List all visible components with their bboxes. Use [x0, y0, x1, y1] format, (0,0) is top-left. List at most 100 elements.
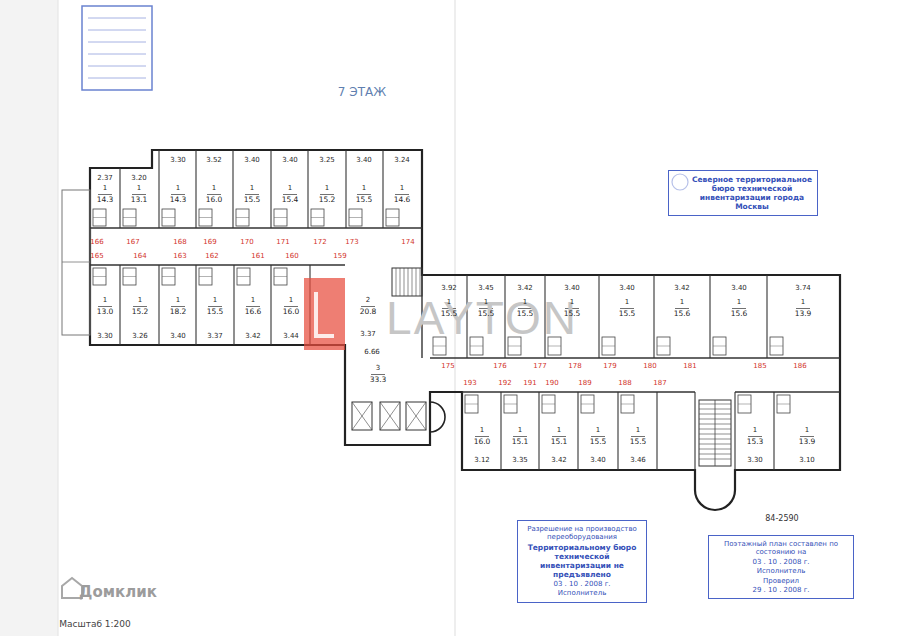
- stair-step: [408, 268, 409, 296]
- logo-square: [304, 278, 345, 350]
- stamp-box: Поэтажный план составлен по состоянию на…: [708, 535, 854, 599]
- bathroom-unit: [621, 395, 634, 413]
- wall-line: [158, 150, 159, 228]
- lift-shaft: [406, 402, 426, 430]
- room-number: 1: [480, 427, 484, 434]
- bathroom-line: [199, 276, 212, 277]
- room-area: 16.0: [206, 196, 223, 204]
- ceiling-height: 3.42: [674, 285, 690, 292]
- room-area: 14.3: [97, 196, 114, 204]
- watermark: LAYTON: [386, 295, 578, 341]
- stair-step: [420, 268, 421, 296]
- room-number: 1: [523, 299, 527, 306]
- ceiling-height: 3.30: [747, 457, 763, 464]
- bathroom-line: [93, 276, 106, 277]
- ceiling-height: 3.92: [441, 285, 457, 292]
- flat-number: 167: [126, 239, 139, 246]
- wall-line: [119, 168, 120, 228]
- fraction-line: [631, 436, 645, 437]
- ceiling-height: 3.26: [132, 333, 148, 340]
- bathroom-line: [770, 346, 783, 347]
- wall-line: [195, 150, 196, 228]
- lift-cross: [380, 402, 400, 430]
- room-number: 1: [212, 185, 216, 192]
- bathroom-unit: [581, 395, 594, 413]
- room-number: 1: [680, 299, 684, 306]
- wall-line: [598, 275, 599, 358]
- bathroom-line: [274, 276, 287, 277]
- lift-shaft: [380, 402, 400, 430]
- bathroom-unit: [162, 209, 175, 226]
- stamp-line: [88, 66, 146, 67]
- room-area: 18.2: [170, 308, 187, 316]
- room-area: 15.5: [517, 310, 534, 318]
- room-area: 16.0: [474, 438, 491, 446]
- room-number: 1: [518, 427, 522, 434]
- ceiling-height: 6.66: [364, 349, 380, 356]
- wall-line: [232, 150, 233, 228]
- file-number: 84-2590: [765, 515, 798, 523]
- flat-number: 170: [240, 239, 253, 246]
- wall-line: [345, 150, 346, 228]
- flat-number: 168: [173, 239, 186, 246]
- stamp-line: [88, 30, 146, 31]
- stamp-line: [88, 78, 146, 79]
- room-area: 15.5: [478, 310, 495, 318]
- bathroom-line: [274, 217, 287, 218]
- ceiling-height: 3.40: [619, 285, 635, 292]
- fraction-line: [283, 194, 297, 195]
- stamp-line: [88, 18, 146, 19]
- bathroom-line: [311, 217, 324, 218]
- stamp-text: 03 . 10 . 2008 г.: [713, 558, 849, 566]
- stamp-outline: [82, 6, 152, 90]
- wall-line: [195, 265, 196, 345]
- flat-number: 190: [545, 380, 558, 387]
- flat-number: 191: [523, 380, 536, 387]
- room-number: 1: [103, 297, 107, 304]
- wall-line: [709, 275, 710, 358]
- room-number: 1: [596, 427, 600, 434]
- flat-number: 192: [498, 380, 511, 387]
- fraction-line: [620, 308, 634, 309]
- bathroom-unit: [237, 268, 250, 285]
- wall-line: [735, 391, 840, 392]
- bathroom-line: [199, 217, 212, 218]
- ceiling-height: 3.10: [799, 457, 815, 464]
- wall-line: [270, 265, 271, 345]
- ceiling-height: 2.37: [97, 175, 113, 182]
- bathroom-line: [162, 217, 175, 218]
- lift-cross: [406, 402, 426, 430]
- ceiling-height: 3.40: [731, 285, 747, 292]
- wall-line: [382, 150, 383, 228]
- room-area: 13.9: [799, 438, 816, 446]
- fraction-line: [357, 194, 371, 195]
- room-area: 15.5: [244, 196, 261, 204]
- wall-line: [500, 392, 501, 470]
- bathroom-unit: [504, 395, 517, 413]
- bathroom-line: [602, 346, 615, 347]
- scale-note: Масштаб 1:200: [59, 620, 131, 629]
- bathroom-unit: [777, 395, 790, 413]
- fraction-line: [800, 436, 814, 437]
- room-area: 33.3: [370, 376, 387, 384]
- fraction-line: [207, 194, 221, 195]
- room-area: 15.5: [441, 310, 458, 318]
- flat-number: 180: [643, 363, 656, 370]
- bathroom-unit: [311, 209, 324, 226]
- bathroom-line: [621, 404, 634, 405]
- bathroom-unit: [274, 209, 287, 226]
- wall-line: [773, 392, 774, 470]
- ceiling-height: 3.37: [360, 331, 376, 338]
- stair-step: [412, 268, 413, 296]
- ceiling-height: 3.12: [474, 457, 490, 464]
- room-number: 1: [176, 297, 180, 304]
- room-area: 13.1: [131, 196, 148, 204]
- room-number: 1: [250, 185, 254, 192]
- paper-fold: [0, 0, 58, 636]
- domclick-icon: [62, 578, 82, 598]
- wall-line: [430, 357, 840, 358]
- flat-number: 173: [345, 239, 358, 246]
- flat-number: 171: [276, 239, 289, 246]
